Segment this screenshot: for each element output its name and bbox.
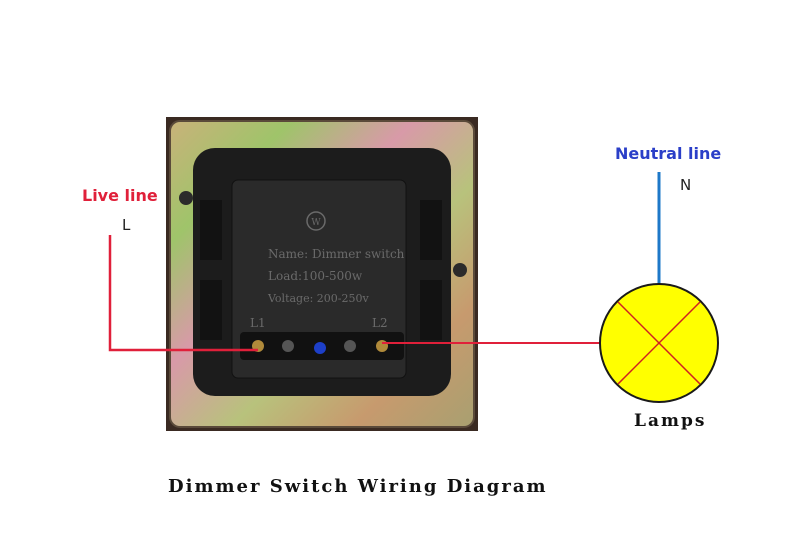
mounting-hole-icon	[453, 263, 467, 277]
terminal-screw-icon	[282, 340, 294, 352]
bulb-logo-icon: W	[306, 211, 326, 231]
terminal-l1-label: L1	[250, 316, 266, 330]
switch-load-text: Load:100-500w	[268, 269, 363, 283]
terminal-screw-icon	[376, 340, 388, 352]
neutral-symbol-label: N	[680, 176, 692, 194]
side-clip	[420, 200, 442, 260]
dimmer-switch: W Name: Dimmer switch Load:100-500w Volt…	[166, 117, 478, 431]
lamps-label: Lamps	[634, 411, 707, 431]
terminal-screw-icon	[344, 340, 356, 352]
live-symbol-label: L	[122, 216, 131, 234]
terminal-l2-label: L2	[372, 316, 388, 330]
logo-letter: W	[311, 218, 321, 228]
side-clip	[200, 200, 222, 260]
switch-voltage-text: Voltage: 200-250v	[267, 292, 370, 305]
switch-name-text: Name: Dimmer switch	[268, 247, 405, 261]
neutral-line-label: Neutral line	[615, 144, 722, 163]
side-clip	[200, 280, 222, 340]
lamp-icon	[599, 283, 719, 403]
live-wire	[108, 235, 258, 352]
module-label-area	[231, 179, 407, 379]
live-line-label: Live line	[82, 186, 158, 205]
side-clip	[420, 280, 442, 340]
blue-indicator-icon	[314, 342, 326, 354]
diagram-caption: Dimmer Switch Wiring Diagram	[168, 476, 548, 497]
mounting-hole-icon	[179, 191, 193, 205]
